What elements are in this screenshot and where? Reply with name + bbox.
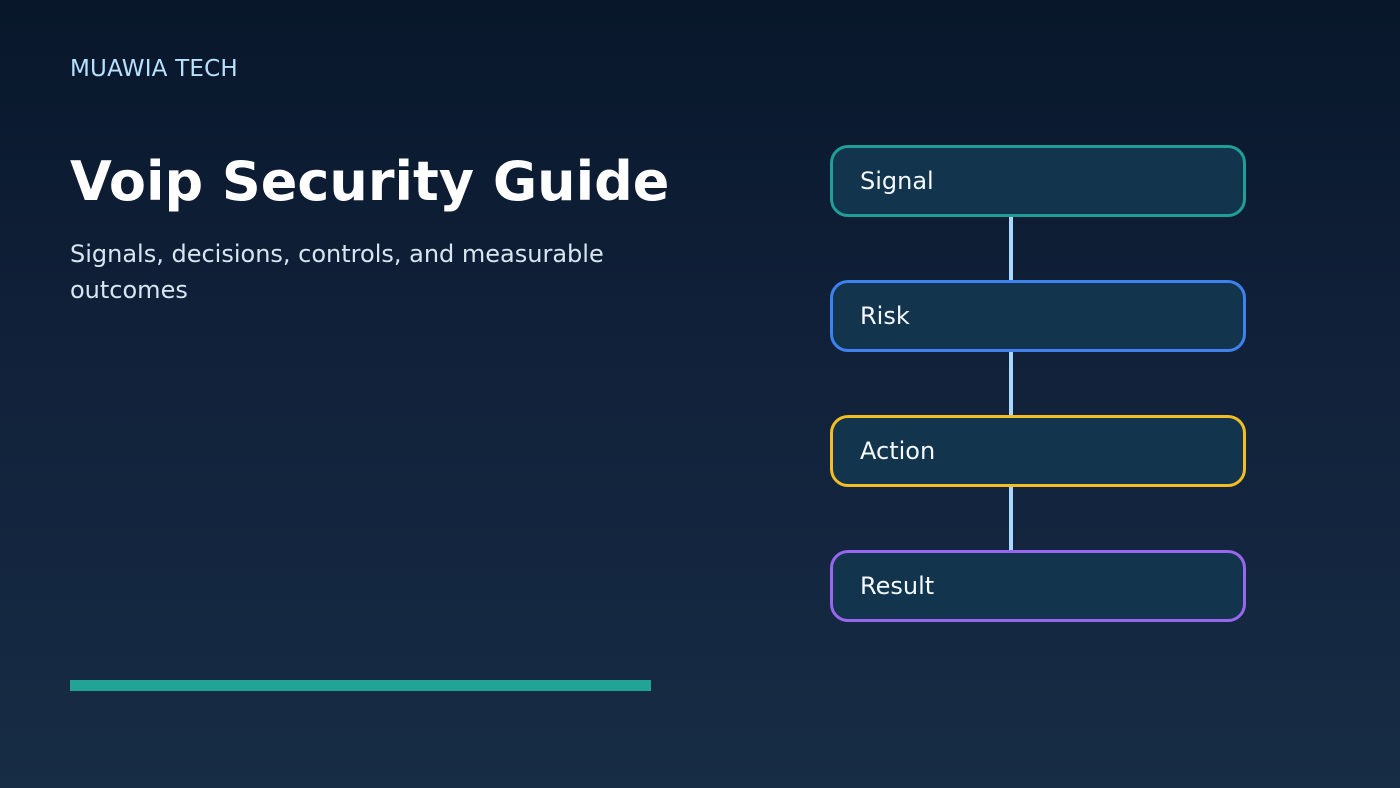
flow-step-risk: Risk — [830, 280, 1246, 352]
flow-connector-risk-action — [1009, 351, 1013, 417]
flow-connector-signal-risk — [1009, 216, 1013, 282]
flow-step-label: Action — [860, 437, 936, 465]
flow-step-action: Action — [830, 415, 1246, 487]
flow-connector-action-result — [1009, 486, 1013, 552]
brand-label: MUAWIA TECH — [70, 56, 238, 82]
flow-step-result: Result — [830, 550, 1246, 622]
title-accent-bar — [70, 680, 651, 691]
flow-step-signal: Signal — [830, 145, 1246, 217]
flow-step-label: Risk — [860, 302, 910, 330]
page-title: Voip Security Guide — [70, 150, 670, 213]
flow-step-label: Result — [860, 572, 935, 600]
flow-step-label: Signal — [860, 167, 934, 195]
page-subtitle: Signals, decisions, controls, and measur… — [70, 240, 604, 304]
